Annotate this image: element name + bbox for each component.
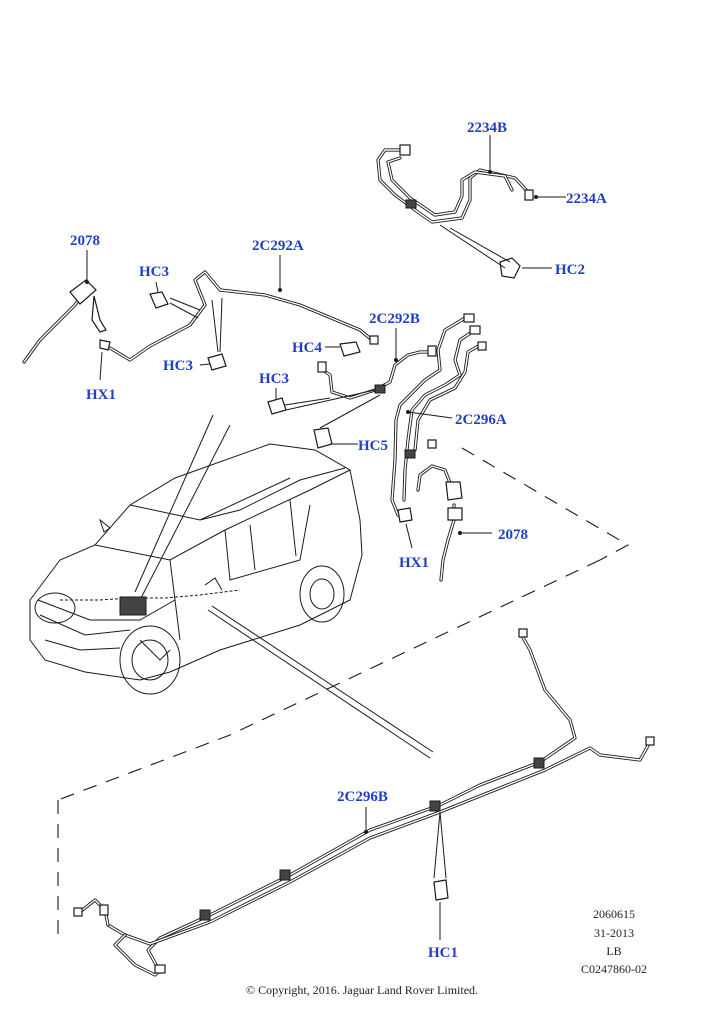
callout-2c292b: 2C292B bbox=[369, 311, 420, 327]
hose-2078-right bbox=[416, 464, 492, 582]
reference-block: 2060615 31-2013 LB C0247860-02 bbox=[581, 907, 647, 976]
callout-labels: 2234B 2234A 2078 2C292A HC3 HC2 HC3 HX1 … bbox=[70, 120, 607, 961]
car-leader-lines bbox=[134, 414, 434, 759]
callout-2234b: 2234B bbox=[467, 120, 507, 136]
copyright-notice: © Copyright, 2016. Jaguar Land Rover Lim… bbox=[245, 983, 479, 997]
callout-hc3-c: HC3 bbox=[259, 371, 289, 387]
pipe-2c292b-cluster bbox=[267, 328, 437, 449]
callout-hc1: HC1 bbox=[428, 945, 458, 961]
pipe-2c296b bbox=[73, 628, 655, 977]
hose-2078-left bbox=[22, 250, 111, 381]
callout-hc4: HC4 bbox=[292, 340, 323, 356]
callout-2c296a: 2C296A bbox=[455, 412, 507, 428]
callout-hx1-left: HX1 bbox=[86, 387, 116, 403]
reference-code-2: 31-2013 bbox=[594, 926, 634, 940]
callout-hx1-right: HX1 bbox=[399, 555, 429, 571]
callout-2c292a: 2C292A bbox=[252, 238, 304, 254]
reference-code-4: C0247860-02 bbox=[581, 962, 647, 976]
reference-code-3: LB bbox=[606, 944, 621, 958]
callout-2078-top: 2078 bbox=[70, 233, 100, 249]
callout-2c296b: 2C296B bbox=[337, 789, 388, 805]
callout-hc2: HC2 bbox=[555, 262, 585, 278]
reference-code-1: 2060615 bbox=[593, 907, 635, 921]
callout-hc3-b: HC3 bbox=[163, 358, 193, 374]
pipe-group-2234 bbox=[376, 135, 566, 279]
callout-2078-right: 2078 bbox=[498, 527, 528, 543]
pipe-2c296a bbox=[390, 313, 487, 549]
vehicle-illustration bbox=[29, 443, 363, 695]
pipe-2c292a bbox=[108, 255, 379, 371]
callout-hc5: HC5 bbox=[358, 438, 388, 454]
callout-2234a: 2234A bbox=[566, 191, 607, 207]
callout-hc3-a: HC3 bbox=[139, 264, 169, 280]
detail-region-outline bbox=[57, 447, 630, 940]
